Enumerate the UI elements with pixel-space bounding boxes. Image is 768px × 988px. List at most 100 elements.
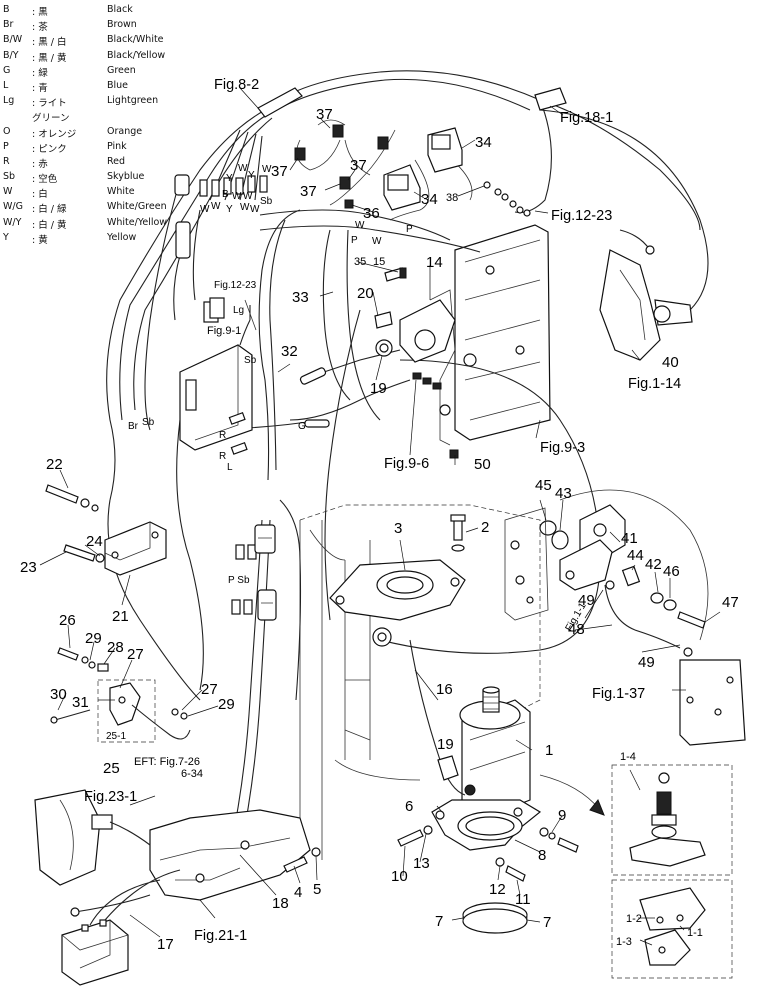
wire-tag: W [262,164,272,175]
fig-ref-9-6: Fig.9-6 [384,456,429,472]
legend-code: P [3,140,9,152]
callout-19a: 19 [370,380,387,397]
wire-tag: W [200,204,210,215]
callout-6: 6 [405,798,413,815]
callout-13: 13 [413,855,430,872]
fig-ref-23-1: Fig.23-1 [84,789,137,805]
callout-47: 47 [722,594,739,611]
bottom-cowling [149,809,311,901]
callout-25: 25 [103,760,120,777]
legend-jp: : 黒 / 黄 [32,52,67,64]
engine-block-outline [299,504,541,860]
callout-32: 32 [281,343,298,360]
legend-jp: : 空色 [32,174,58,186]
fig-ref-12-23: Fig.12-23 [551,208,612,224]
callout-29b: 29 [218,696,235,713]
mount-bolts-starter [283,825,579,882]
callout-26: 26 [59,612,76,629]
legend-en: Green [107,64,136,76]
leader-lines [39,87,721,946]
callout-20: 20 [357,285,374,302]
wire-tag: Sb [260,196,273,207]
callout-28: 28 [107,639,124,656]
starter-lower-bracket [431,799,542,851]
wire-tag: W [211,201,221,212]
wire-tag-lg: Lg [233,305,244,316]
wire-tag-r: R [219,451,226,462]
callout-17: 17 [157,936,174,953]
fig-ref-1-14: Fig.1-14 [628,376,681,392]
wire-tag-br: Br [128,421,139,432]
wire-tag-sb: Sb [142,417,155,428]
legend-en: Lightgreen [107,95,159,107]
wire-tag-w: W [372,236,382,247]
starter-bracket [329,559,466,621]
legend-en: Black/White [107,34,164,46]
ignition-coils [294,124,531,217]
callout-18: 18 [272,895,289,912]
wire-tag-l: L [227,462,233,473]
rectifier-regulator [104,521,167,576]
legend-code: W [3,186,13,198]
trim-relay-group [374,267,459,459]
legend-code: B [3,4,10,15]
wire-tag: W [240,202,250,213]
callout-37a: 37 [316,106,333,123]
legend-en: Red [107,155,126,167]
harness-connectors-mid [228,367,330,615]
legend-en: Pink [107,140,127,152]
wire-tag-g: G [298,421,306,432]
callout-27a: 27 [127,646,144,663]
callout-3: 3 [394,520,402,537]
legend-jp: : ライト [32,98,67,110]
fig-ref-18-1: Fig.18-1 [560,110,613,126]
callout-4: 4 [294,884,302,901]
starter-band [462,902,528,934]
fig-ref-21-1: Fig.21-1 [194,928,247,944]
legend-jp: : ピンク [32,143,67,155]
callout-9: 9 [558,807,566,824]
legend-jp: : 白 [32,189,48,201]
callout-25-1: 25-1 [106,731,126,742]
wire-tag-p: P [351,235,358,246]
callout-7a: 7 [435,913,443,930]
legend-jp: : 白 / 緑 [32,204,67,216]
legend-code: G [3,64,11,76]
legend-en: White/Yellow [107,216,168,228]
callout-49a: 49 [578,592,595,609]
legend-code: Y [3,231,9,243]
callout-1: 1 [545,742,553,759]
callout-22: 22 [46,456,63,473]
callout-49b: 49 [638,654,655,671]
ignition-coil-group [539,109,709,361]
wire-tag: Y [226,204,233,215]
callout-42: 42 [645,556,662,573]
legend-jp: : 緑 [32,67,48,79]
callout-37d: 37 [300,183,317,200]
rotation-arrow [539,774,605,816]
legend-en: White [107,186,135,198]
legend-en: Black [107,4,133,15]
wire-tag: B [222,189,229,200]
main-harness-coupler [254,524,277,621]
legend-jp: : 黒 [32,7,48,18]
legend-code: B/W [3,34,23,46]
callout-36: 36 [363,205,380,222]
legend-code: O [3,125,11,137]
callout-27b: 27 [201,681,218,698]
bolt-2 [450,514,466,552]
callout-41: 41 [621,530,638,547]
callout-24: 24 [86,533,103,550]
legend-code: Lg [3,95,15,107]
callout-10: 10 [391,868,408,885]
callout-23: 23 [20,559,37,576]
callout-50: 50 [474,456,491,473]
callout-45: 45 [535,477,552,494]
callout-19b: 19 [437,736,454,753]
legend-code: W/Y [3,216,22,228]
legend-en: Brown [107,19,137,31]
callout-37b: 37 [271,163,288,180]
legend-code: Br [3,19,14,31]
inset-starter-drive [611,764,733,979]
